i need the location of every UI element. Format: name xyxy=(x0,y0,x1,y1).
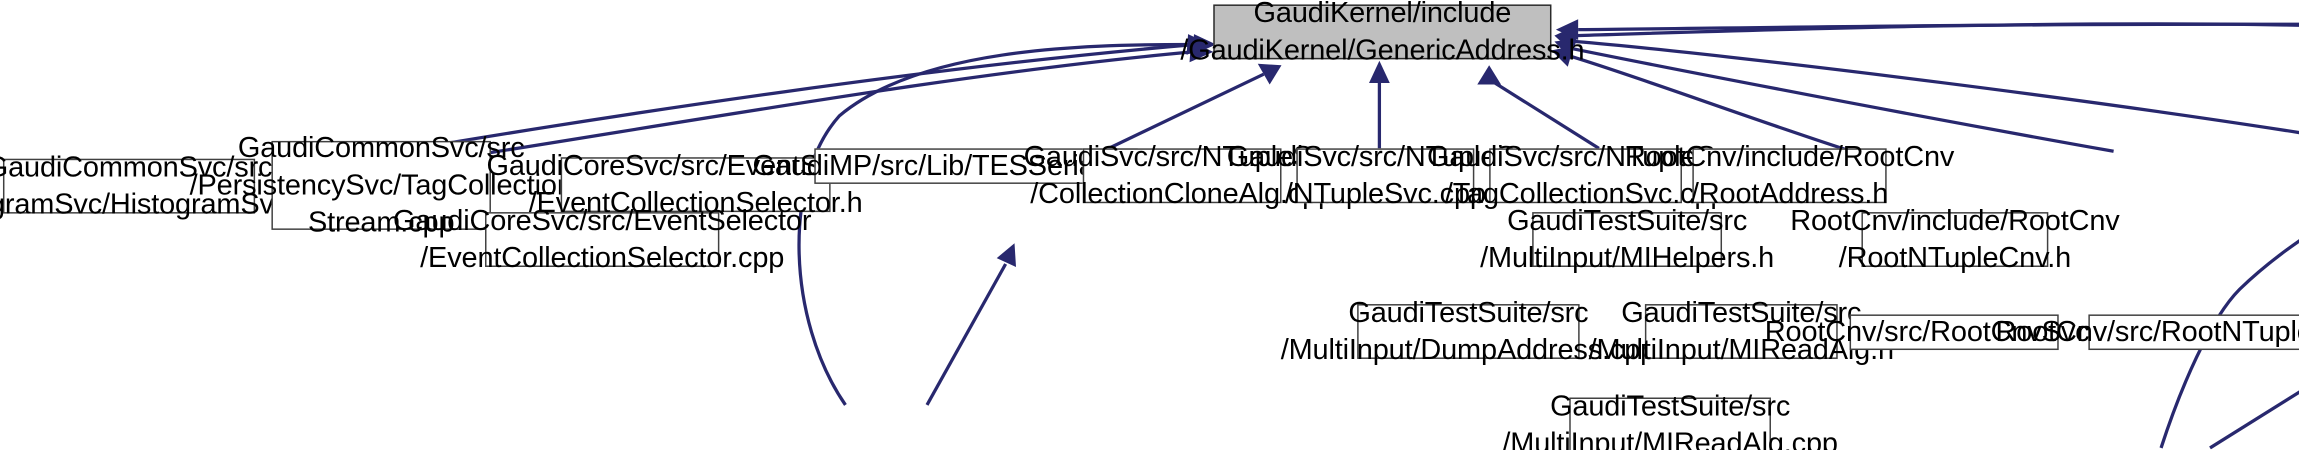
node-histogramsvc-cpp-line1: GaudiCommonSvc/src xyxy=(0,150,273,184)
edge-dumpaddress-to-rootaddress xyxy=(2159,239,2299,449)
node-rootntuplecnv-cpp-line1: RootCnv/src/RootNTupleCnv.cpp xyxy=(1995,315,2299,348)
node-mireadalg-cpp[interactable]: GaudiTestSuite/src /MultiInput/MIReadAlg… xyxy=(1502,389,1838,450)
node-tagcollectionsvc-cpp[interactable]: GaudiSvc/src/NTupleSvc /TagCollectionSvc… xyxy=(1427,140,1744,210)
node-mireadalg-cpp-line2: /MultiInput/MIReadAlg.cpp xyxy=(1502,426,1838,450)
node-eventcollectionselector-cpp-line2: /EventCollectionSelector.cpp xyxy=(420,241,785,274)
edge-ntuplesvc-to-genericaddress xyxy=(1551,45,1852,153)
node-dumpaddress-cpp-line2: /MultiInput/DumpAddress.cpp xyxy=(1280,332,1657,366)
node-rootntuplecnv-cpp[interactable]: RootCnv/src/RootNTupleCnv.cpp xyxy=(1996,314,2299,351)
node-tagcollectionsvc-cpp-line2: /TagCollectionSvc.cpp xyxy=(1444,177,1727,210)
node-tagcollectionstream-cpp[interactable]: GaudiCommonSvc/src /PersistencySvc/TagCo… xyxy=(190,131,573,238)
edge-dumpaddress-to-mihelpers xyxy=(2209,390,2299,450)
node-dumpaddress-cpp-line1: GaudiTestSuite/src xyxy=(1348,295,1589,329)
node-mireadalg-cpp-line1: GaudiTestSuite/src xyxy=(1550,389,1791,422)
node-rootaddress-h[interactable]: RootCnv/include/RootCnv /RootAddress.h xyxy=(1625,140,1955,210)
node-rootcnvsvc-cpp[interactable]: RootCnv/src/RootCnvSvc.cpp xyxy=(1765,314,2144,351)
edge-eventcollectionselectorh-to-genericaddress xyxy=(1089,63,1282,159)
node-rootcnvsvc-cpp-line1: RootCnv/src/RootCnvSvc.cpp xyxy=(1764,315,2144,348)
node-eventcollectionselector-cpp[interactable]: GaudiCoreSvc/src/EventSelector /EventCol… xyxy=(393,204,811,274)
node-eventcollectionselector-cpp-line1: GaudiCoreSvc/src/EventSelector xyxy=(393,203,812,237)
node-mireadalg-h-line2: /MultiInput/MIReadAlg.h xyxy=(1588,332,1894,366)
node-ntuplesvc-cpp-line2: /NTupleSvc.cpp xyxy=(1284,177,1486,210)
edge-rootntuplecnv-to-genericaddress xyxy=(1555,19,2299,41)
node-genericaddress-h-line2: /GaudiKernel/GenericAddress.h xyxy=(1180,33,1585,67)
node-collectionclonealg-cpp[interactable]: GaudiSvc/src/NTupleSvc /CollectionCloneA… xyxy=(1024,140,1341,210)
node-tagcollectionstream-cpp-line1: GaudiCommonSvc/src xyxy=(237,131,525,164)
node-rootntuplecnv-h[interactable]: RootCnv/include/RootCnv /RootNTupleCnv.h xyxy=(1790,204,2120,274)
node-tagcollectionsvc-cpp-line1: GaudiSvc/src/NTupleSvc xyxy=(1427,140,1745,173)
node-genericaddress-h-line1: GaudiKernel/include xyxy=(1253,0,1512,29)
node-mireadalg-h-line1: GaudiTestSuite/src xyxy=(1621,295,1862,329)
node-mihelpers-h-line1: GaudiTestSuite/src xyxy=(1507,203,1748,237)
node-rootaddress-h-line2: /RootAddress.h xyxy=(1690,177,1889,210)
node-tagcollectionstream-cpp-line3: Stream.cpp xyxy=(307,205,455,239)
edge-eventcollectionselectorcpp-to-genericaddress xyxy=(797,34,1211,406)
node-mihelpers-h[interactable]: GaudiTestSuite/src /MultiInput/MIHelpers… xyxy=(1480,204,1774,274)
node-rootntuplecnv-h-line1: RootCnv/include/RootCnv xyxy=(1790,203,2120,237)
node-genericaddress-h[interactable]: GaudiKernel/include /GaudiKernel/Generic… xyxy=(1180,0,1584,66)
node-rootaddress-h-line1: RootCnv/include/RootCnv xyxy=(1624,140,1955,173)
node-histogramsvc-cpp[interactable]: GaudiCommonSvc/src /HistogramSvc/Histogr… xyxy=(0,151,342,221)
edge-tesserializer-to-genericaddress xyxy=(1369,60,1390,149)
node-rootntuplecnv-h-line2: /RootNTupleCnv.h xyxy=(1838,241,2072,274)
edge-tagcollectionstream-to-genericaddress xyxy=(489,41,1214,155)
edge-eventcollectionselectorcpp-to-eventcollectionselectorh xyxy=(925,243,1017,406)
node-collectionclonealg-cpp-line2: /CollectionCloneAlg.cpp xyxy=(1030,177,1334,210)
node-mihelpers-h-line2: /MultiInput/MIHelpers.h xyxy=(1480,241,1775,274)
edge-collectionclonealg-to-genericaddress xyxy=(1477,65,1600,150)
node-collectionclonealg-cpp-line1: GaudiSvc/src/NTupleSvc xyxy=(1023,140,1341,173)
node-mireadalg-h[interactable]: GaudiTestSuite/src /MultiInput/MIReadAlg… xyxy=(1589,296,1894,366)
node-dumpaddress-cpp[interactable]: GaudiTestSuite/src /MultiInput/DumpAddre… xyxy=(1281,296,1657,366)
node-tagcollectionstream-cpp-line2: /PersistencySvc/TagCollection xyxy=(189,168,573,201)
